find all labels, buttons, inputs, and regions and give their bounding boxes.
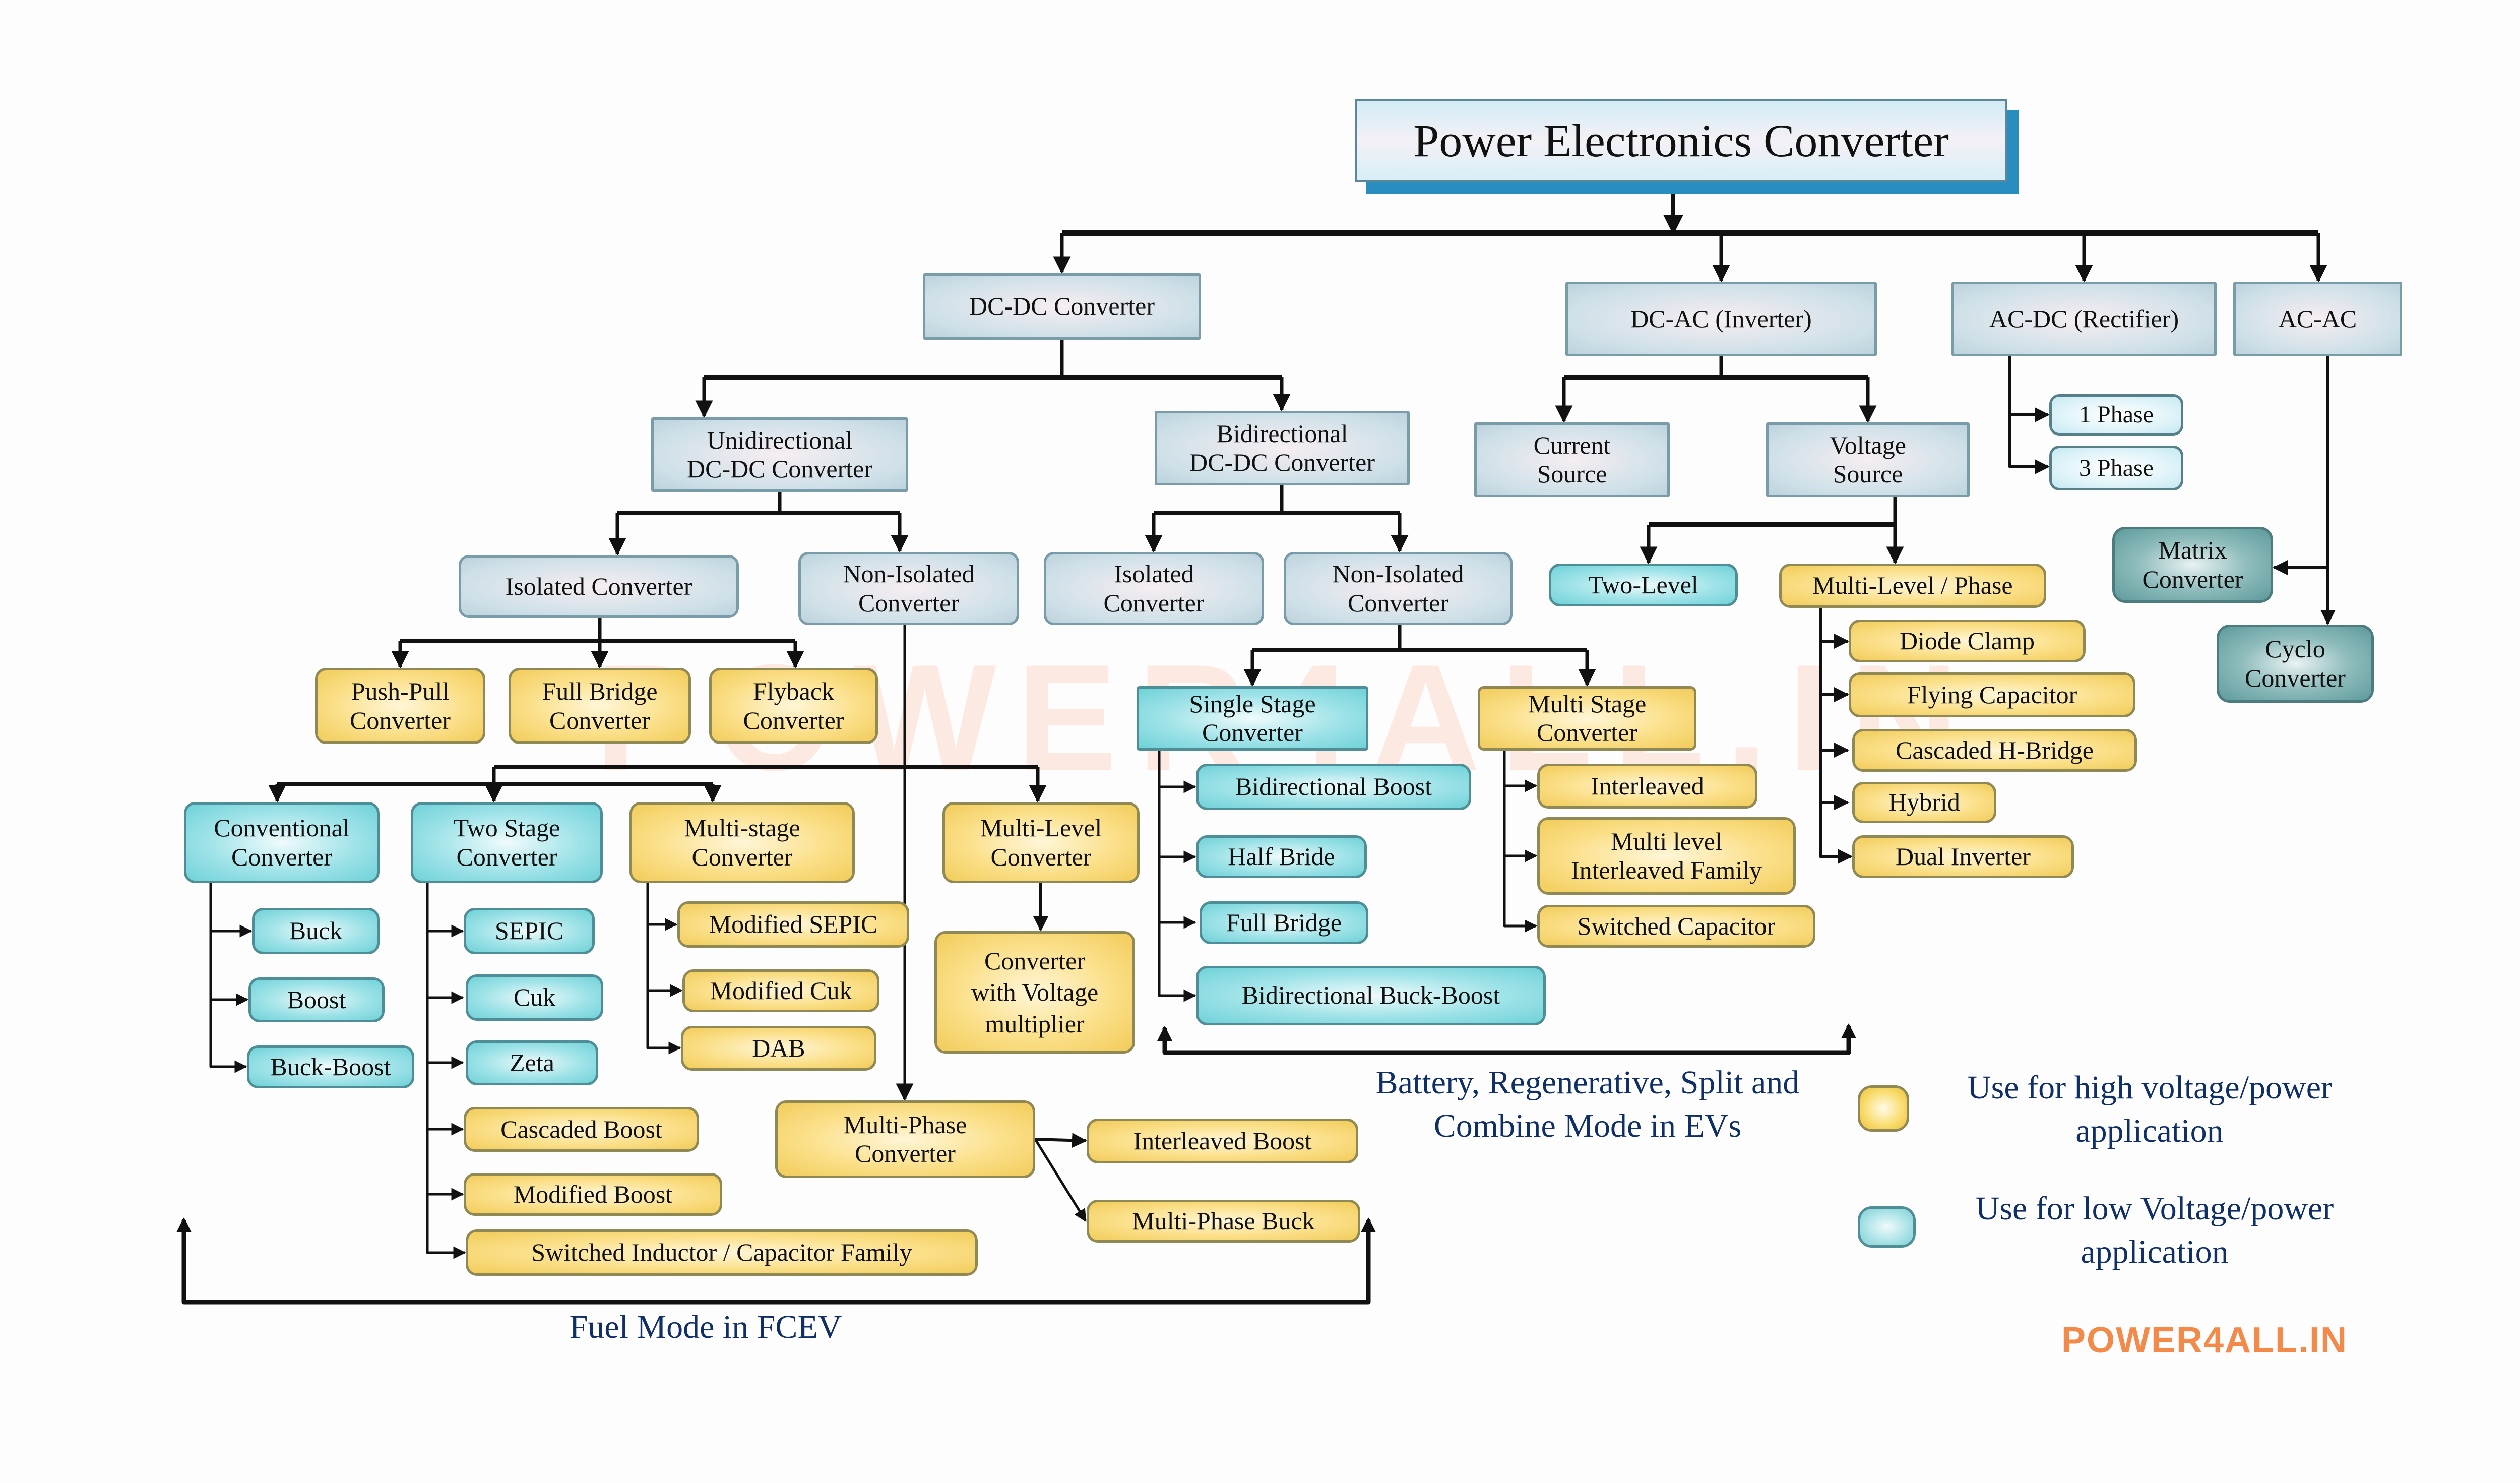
node-flying-capacitor[interactable]: Flying Capacitor [1849, 672, 2135, 717]
node-bi-non-isolated-converter[interactable]: Non-Isolated Converter [1284, 552, 1513, 625]
node-cyclo-converter[interactable]: Cyclo Converter [2217, 625, 2374, 703]
legend-swatch-low-power [1858, 1206, 1916, 1248]
node-3-phase[interactable]: 3 Phase [2049, 446, 2183, 490]
node-boost[interactable]: Boost [248, 977, 385, 1022]
node-multi-phase-buck[interactable]: Multi-Phase Buck [1087, 1200, 1360, 1243]
node-multi-level-interleaved-family[interactable]: Multi level Interleaved Family [1537, 817, 1796, 895]
node-bidirectional-boost[interactable]: Bidirectional Boost [1196, 764, 1471, 810]
connector-68 [2008, 356, 2050, 474]
node-dual-inverter[interactable]: Dual Inverter [1852, 835, 2074, 878]
node-modified-sepic[interactable]: Modified SEPIC [677, 901, 909, 948]
connector-48 [1158, 751, 1196, 1002]
node-dab[interactable]: DAB [681, 1026, 876, 1071]
node-diode-clamp[interactable]: Diode Clamp [1849, 620, 2086, 662]
node-hybrid[interactable]: Hybrid [1852, 782, 1996, 823]
node-multi-level-phase[interactable]: Multi-Level / Phase [1779, 564, 2046, 608]
connector-63 [1819, 608, 1853, 864]
node-flyback-converter[interactable]: Flyback Converter [709, 668, 878, 744]
node-bi-isolated-converter[interactable]: Isolated Converter [1044, 552, 1264, 625]
connector-29 [209, 883, 247, 1073]
node-cascaded-boost[interactable]: Cascaded Boost [464, 1107, 699, 1152]
bracket-fuel-mode [181, 1220, 1371, 1305]
node-cascaded-h-bridge[interactable]: Cascaded H-Bridge [1852, 729, 2137, 772]
node-two-level[interactable]: Two-Level [1549, 564, 1738, 606]
node-dc-ac-inverter[interactable]: DC-AC (Inverter) [1565, 282, 1877, 356]
node-modified-boost[interactable]: Modified Boost [464, 1173, 722, 1216]
legend-swatch-high-power [1858, 1085, 1909, 1132]
connector-43 [1034, 1138, 1087, 1222]
node-uni-isolated-converter[interactable]: Isolated Converter [459, 555, 739, 618]
node-voltage-source[interactable]: Voltage Source [1766, 422, 1970, 497]
connector-32 [426, 883, 466, 1259]
node-multi-stage-converter-uni[interactable]: Multi-stage Converter [629, 802, 855, 883]
node-switched-capacitor[interactable]: Switched Capacitor [1537, 905, 1815, 948]
legend-label-low-power: Use for low Voltage/power application [1975, 1190, 2334, 1270]
node-bidirectional-dcdc[interactable]: Bidirectional DC-DC Converter [1155, 411, 1410, 485]
connector-52 [1503, 751, 1538, 933]
node-sepic[interactable]: SEPIC [464, 908, 595, 954]
node-multi-phase-converter[interactable]: Multi-Phase Converter [775, 1100, 1035, 1178]
node-single-stage-converter[interactable]: Single Stage Converter [1137, 686, 1368, 751]
caption-battery-mode: Battery, Regenerative, Split and Combine… [1375, 1064, 1800, 1144]
node-cuk[interactable]: Cuk [466, 974, 603, 1021]
node-two-stage-converter[interactable]: Two Stage Converter [411, 802, 603, 883]
node-buck-boost[interactable]: Buck-Boost [247, 1045, 414, 1088]
node-full-bridge-converter[interactable]: Full Bridge Converter [509, 668, 691, 744]
connector-42 [1035, 1133, 1087, 1148]
node-1-phase[interactable]: 1 Phase [2049, 394, 2183, 436]
node-interleaved[interactable]: Interleaved [1537, 764, 1757, 809]
node-ac-ac[interactable]: AC-AC [2233, 282, 2402, 356]
node-multi-stage-converter-bi[interactable]: Multi Stage Converter [1478, 686, 1696, 751]
node-modified-cuk[interactable]: Modified Cuk [682, 969, 879, 1012]
connector-38 [646, 883, 681, 1055]
node-bidirectional-buck-boost[interactable]: Bidirectional Buck-Boost [1196, 966, 1546, 1025]
node-uni-non-isolated-converter[interactable]: Non-Isolated Converter [798, 552, 1019, 625]
legend-label-high-power: Use for high voltage/power application [1967, 1069, 2332, 1149]
bracket-battery-mode [1162, 1026, 1851, 1055]
caption-fuel-mode: Fuel Mode in FCEV [569, 1309, 842, 1345]
title-box: Power Electronics Converter [1355, 99, 2007, 182]
node-zeta[interactable]: Zeta [466, 1040, 598, 1085]
node-ac-dc-rectifier[interactable]: AC-DC (Rectifier) [1951, 282, 2217, 356]
node-converter-with-voltage-multiplier[interactable]: Converter with Voltage multiplier [934, 931, 1135, 1054]
brand-logo-text[interactable]: POWER4ALL.IN [2061, 1320, 2348, 1361]
node-multi-level-converter[interactable]: Multi-Level Converter [942, 802, 1140, 883]
node-full-bridge[interactable]: Full Bridge [1200, 901, 1368, 944]
node-conventional-converter[interactable]: Conventional Converter [184, 802, 380, 883]
node-interleaved-boost[interactable]: Interleaved Boost [1087, 1119, 1358, 1163]
node-switched-inductor-capacitor-family[interactable]: Switched Inductor / Capacitor Family [466, 1229, 978, 1276]
node-dc-dc-converter[interactable]: DC-DC Converter [923, 273, 1201, 340]
node-unidirectional-dcdc[interactable]: Unidirectional DC-DC Converter [651, 417, 908, 492]
node-current-source[interactable]: Current Source [1474, 422, 1670, 497]
node-push-pull-converter[interactable]: Push-Pull Converter [315, 668, 485, 744]
node-buck[interactable]: Buck [252, 908, 380, 954]
node-half-bride[interactable]: Half Bride [1196, 835, 1367, 878]
node-matrix-converter[interactable]: Matrix Converter [2112, 527, 2273, 603]
